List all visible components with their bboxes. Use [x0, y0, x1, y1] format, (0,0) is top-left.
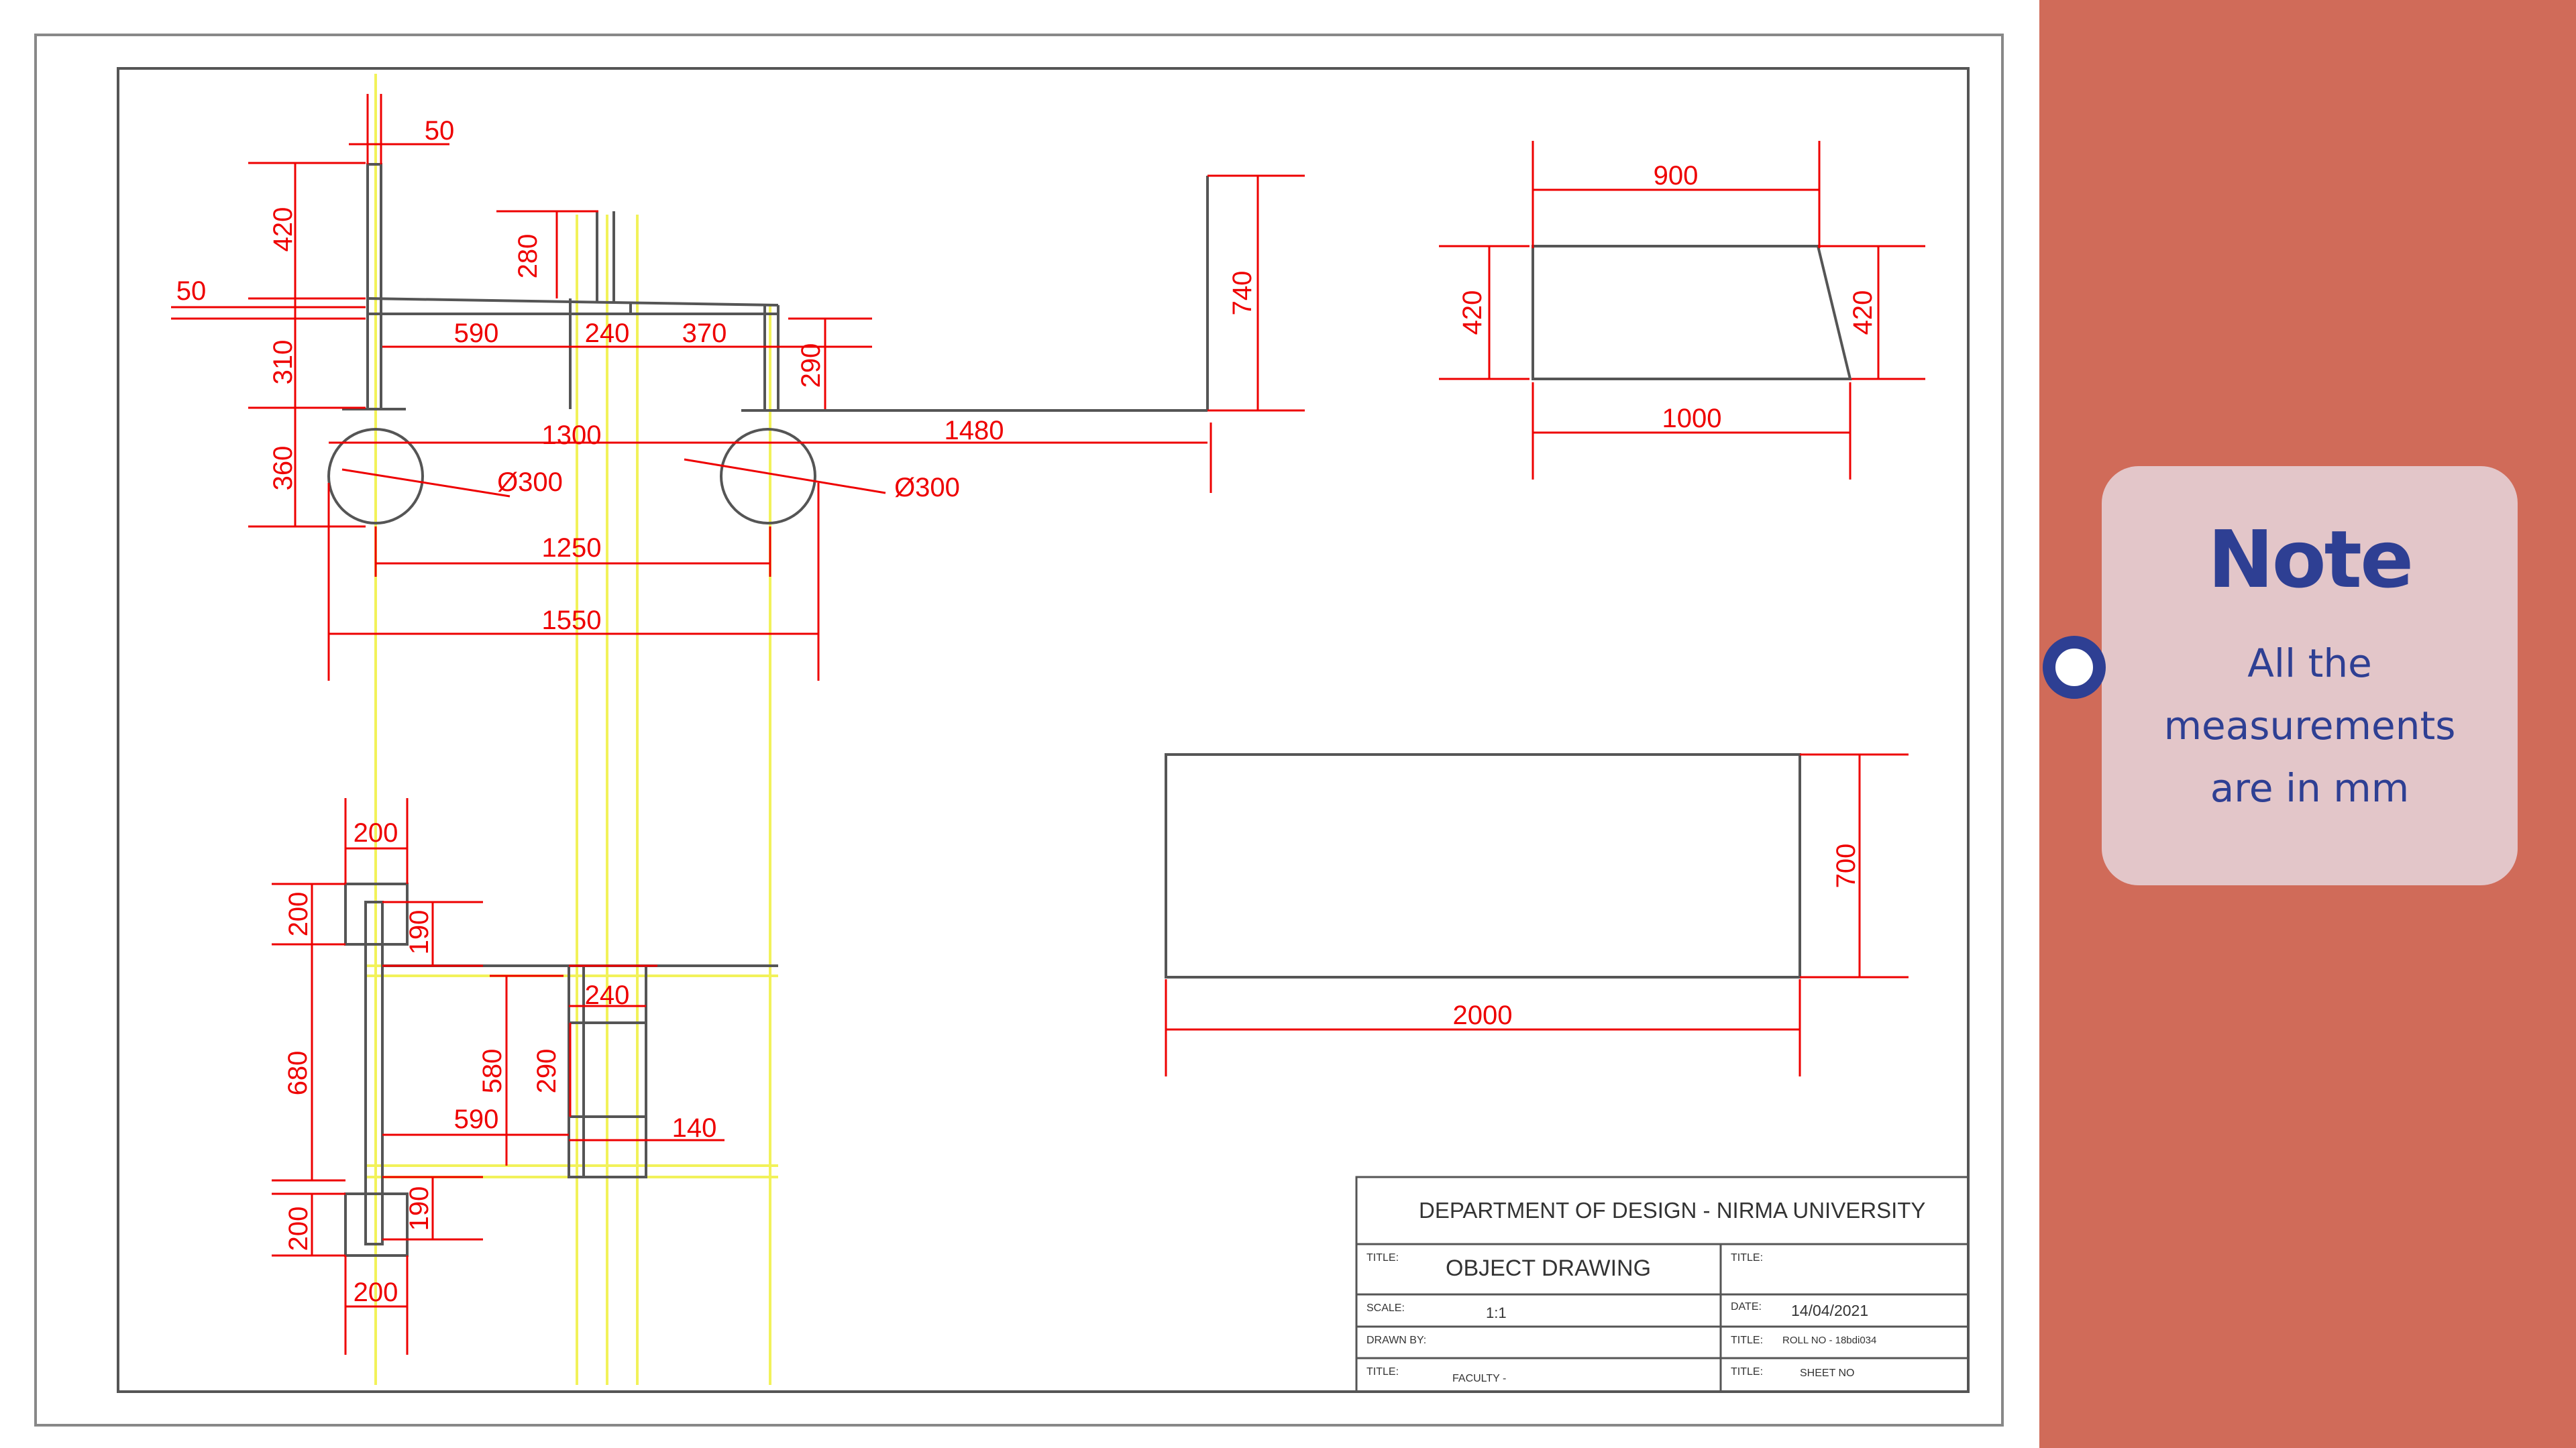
dimension-label: 900 [1654, 161, 1699, 190]
title-label: TITLE: [1366, 1252, 1399, 1264]
dimension-label: 200 [354, 818, 398, 848]
dimension-label: 1250 [542, 533, 602, 563]
dimension-label: 420 [268, 207, 298, 252]
panel-dimensions: 900 420 420 1000 700 2000 [1453, 161, 1878, 1030]
dimension-label: 420 [1458, 290, 1487, 335]
dimension-label: 50 [425, 116, 455, 146]
dimension-label: 1300 [542, 421, 602, 450]
dimension-label: 140 [672, 1113, 717, 1143]
outer-border [34, 34, 2004, 1427]
title-label: TITLE: [1731, 1366, 1763, 1378]
dimension-label: Ø300 [894, 473, 960, 502]
dimension-label: 240 [585, 319, 630, 348]
drawn-by-label: DRAWN BY: [1366, 1335, 1426, 1346]
dimension-label: 580 [478, 1049, 507, 1094]
scale-value: 1:1 [1486, 1304, 1507, 1321]
dimension-label: 2000 [1453, 1001, 1513, 1030]
sheet-number: SHEET NO [1800, 1368, 1855, 1379]
dimension-label: Ø300 [497, 467, 563, 497]
technical-drawing: 50 420 50 310 280 590 240 370 290 740 13… [34, 34, 2004, 1427]
dimension-label: 680 [283, 1051, 313, 1096]
dimension-label: 360 [268, 446, 298, 491]
dimension-label: 240 [585, 981, 630, 1010]
side-view-dimensions: 50 420 50 310 280 590 240 370 290 740 13… [176, 116, 1257, 635]
dimension-lines [171, 94, 1925, 1355]
dimension-label: 370 [682, 319, 727, 348]
inner-border [117, 67, 1970, 1393]
dimension-label: 50 [176, 276, 207, 306]
dimension-label: 200 [284, 892, 313, 937]
title-block: DEPARTMENT OF DESIGN - NIRMA UNIVERSITY … [1355, 1176, 1970, 1393]
dimension-label: 1550 [542, 606, 602, 635]
title-label: TITLE: [1366, 1366, 1399, 1378]
title-block-header: DEPARTMENT OF DESIGN - NIRMA UNIVERSITY [1419, 1198, 1925, 1223]
note-card: Note All the measurements are in mm [2102, 466, 2518, 885]
dimension-label: 1000 [1662, 404, 1722, 433]
note-title: Note [2207, 513, 2414, 606]
scale-label: SCALE: [1366, 1302, 1405, 1314]
title-label: TITLE: [1731, 1252, 1763, 1264]
dimension-label: 740 [1228, 271, 1257, 316]
dimension-label: 590 [454, 1105, 499, 1134]
dimension-label: 200 [354, 1278, 398, 1307]
dimension-label: 310 [268, 340, 298, 385]
dimension-label: 590 [454, 319, 499, 348]
date-value: 14/04/2021 [1791, 1302, 1868, 1319]
roll-number: ROLL NO - 18bdi034 [1782, 1335, 1876, 1346]
dimension-label: 700 [1831, 844, 1861, 889]
faculty-label: FACULTY - [1452, 1373, 1506, 1384]
title-label: TITLE: [1731, 1335, 1763, 1346]
drawing-sheet: 50 420 50 310 280 590 240 370 290 740 13… [34, 34, 2004, 1427]
plan-view-dimensions: 200 200 190 240 680 580 290 590 140 200 … [283, 818, 716, 1307]
drawing-title: OBJECT DRAWING [1446, 1256, 1651, 1281]
dimension-label: 200 [284, 1207, 313, 1251]
dimension-label: 1480 [945, 416, 1004, 445]
dimension-label: 420 [1848, 290, 1878, 335]
note-body: All the measurements are in mm [2163, 641, 2456, 811]
date-label: DATE: [1731, 1301, 1762, 1313]
dimension-label: 290 [532, 1049, 561, 1094]
dimension-label: 190 [405, 1186, 434, 1231]
dimension-label: 280 [513, 234, 543, 279]
note-bullet-icon [2043, 636, 2106, 699]
dimension-label: 190 [405, 910, 434, 955]
dimension-label: 290 [796, 343, 826, 388]
